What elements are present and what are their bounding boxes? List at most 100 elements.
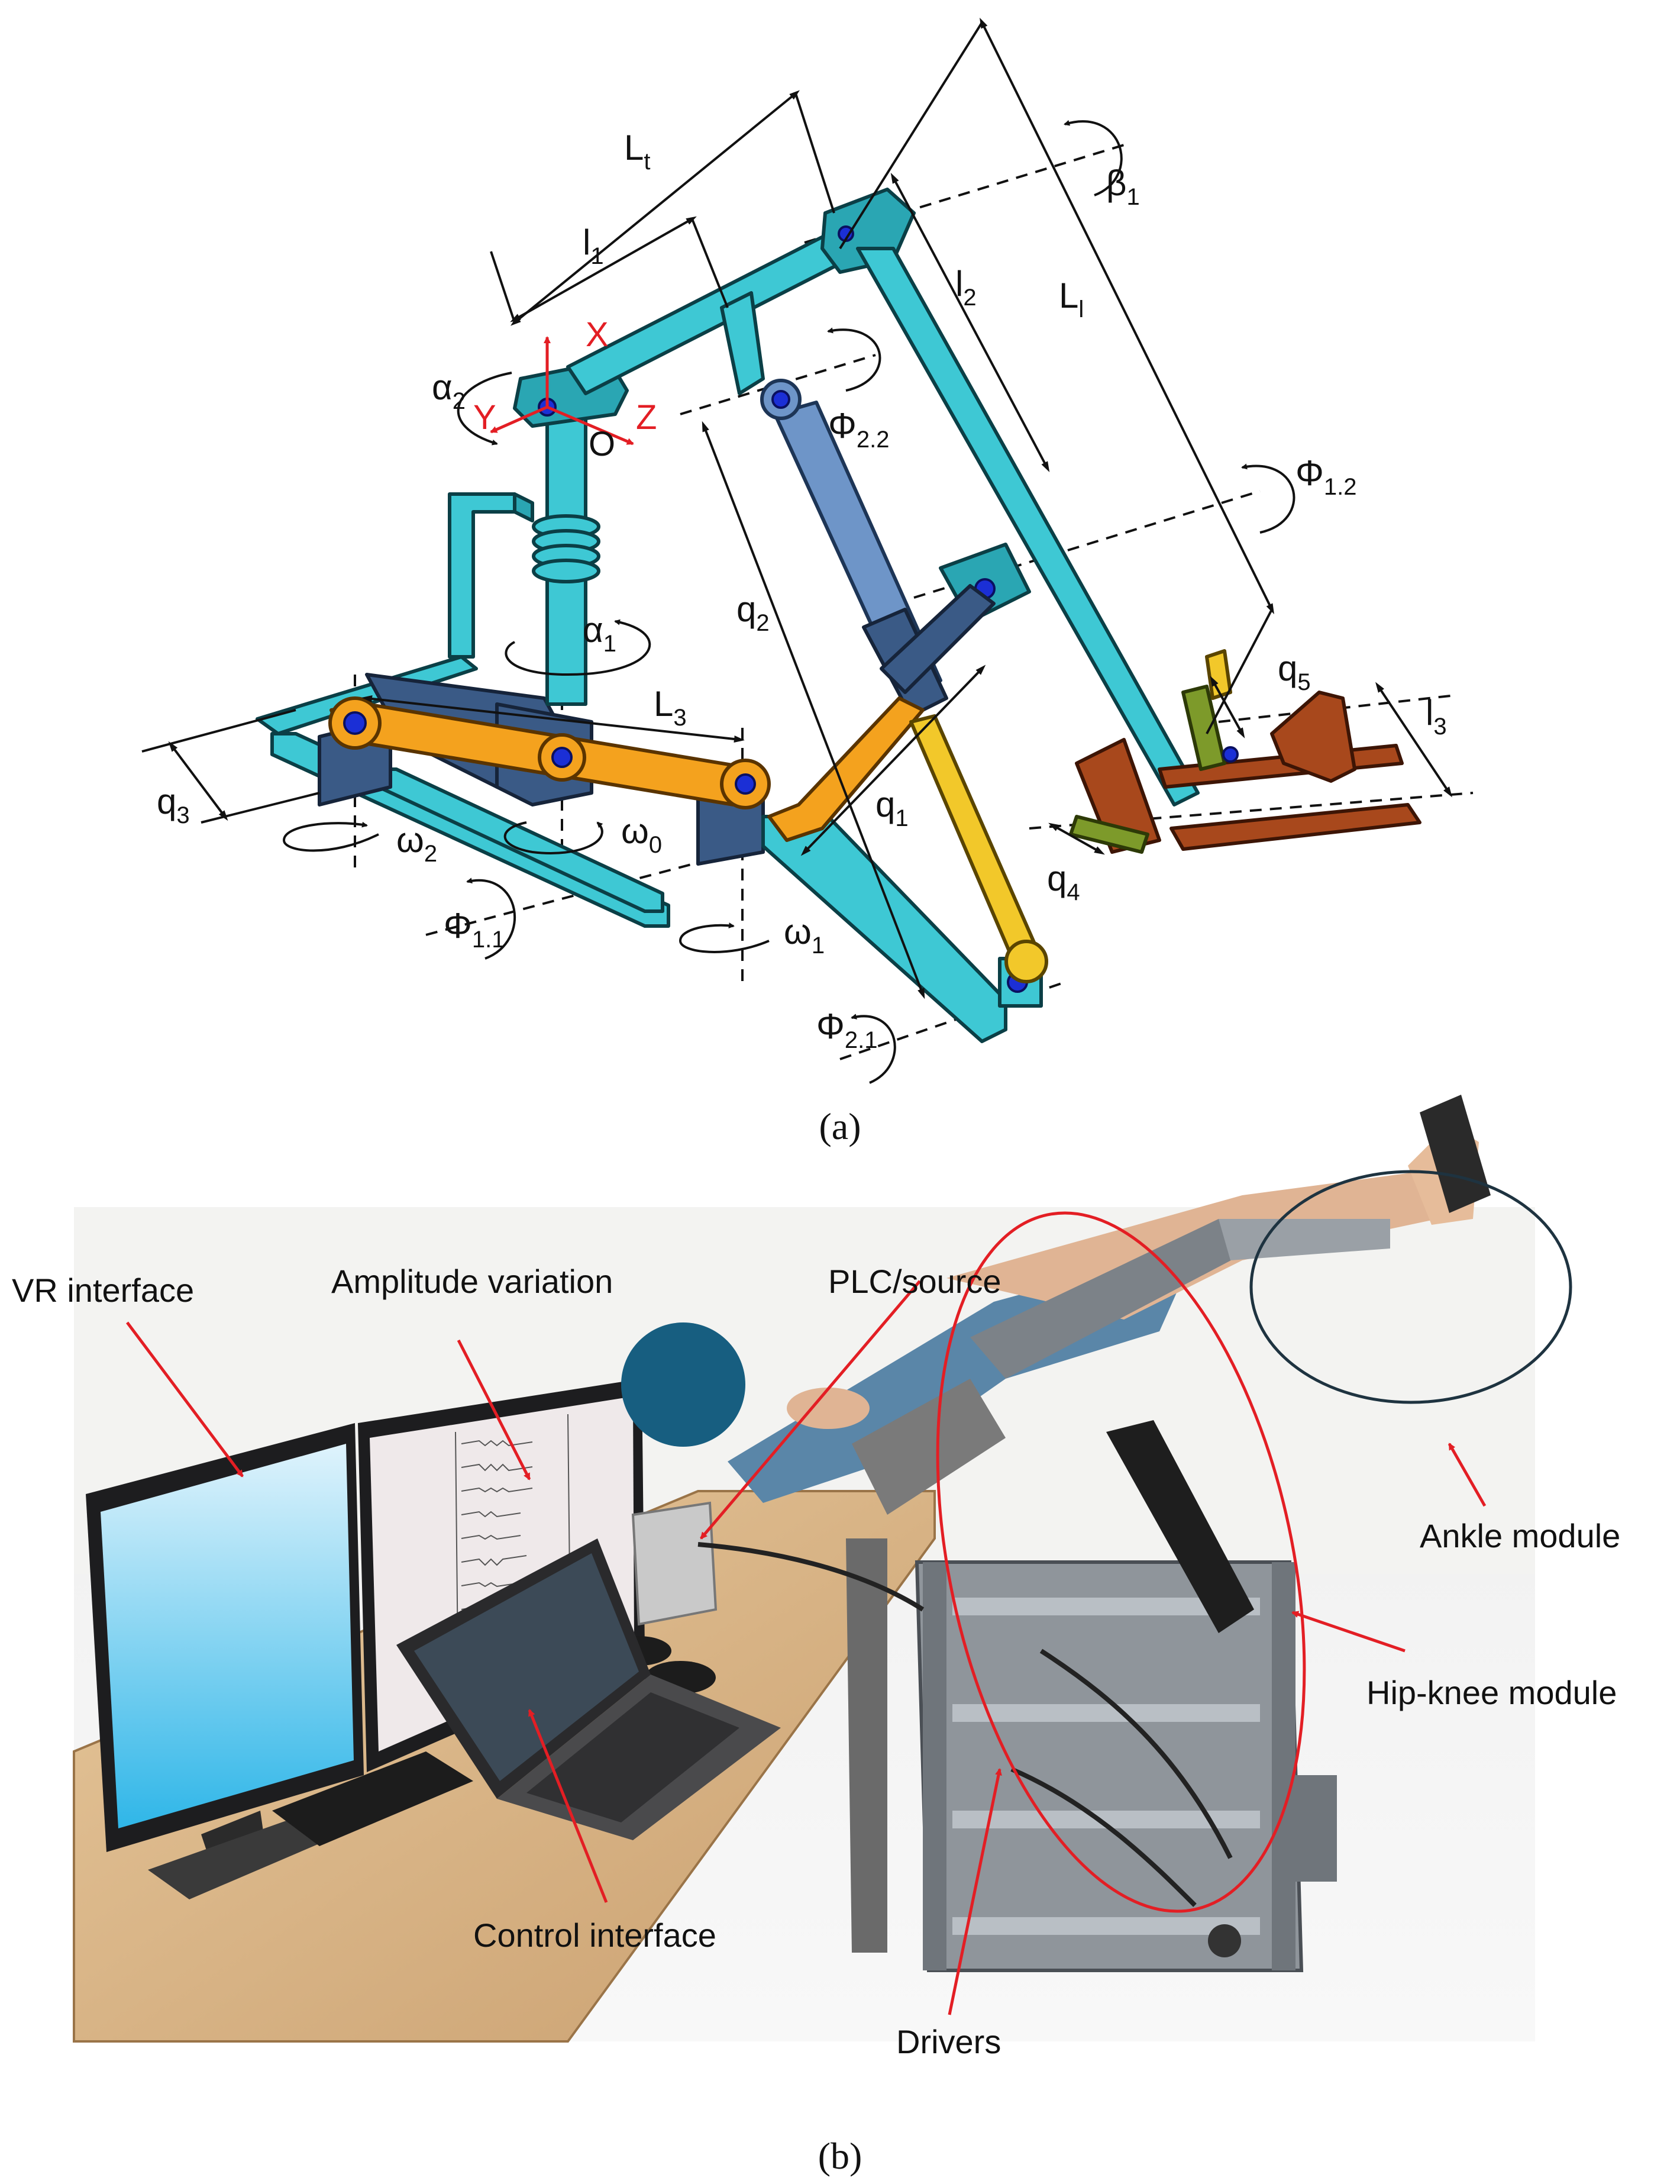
face-mask-circle [621,1322,745,1447]
rot-omega2 [282,821,379,852]
panel-a-labels: Lt l1 l2 Ll β1 α2 α1 Φ2.2 Φ1.2 Φ1.1 Φ2.1… [157,128,1447,1053]
dim-l3 [1375,682,1452,798]
ankle-module-drawing [1069,649,1421,854]
frame-post-right [1272,1562,1295,1970]
label-omega1: ω1 [784,912,825,959]
pin-right [735,773,756,795]
exoskeleton-machine [697,1095,1491,1972]
panel-a-mechanism: X Y Z O [141,17,1474,1147]
rot-beta1 [1064,120,1123,196]
dim-Ll-ext [839,21,983,250]
frame-bar-4 [952,1917,1260,1935]
label-Lt: Lt [624,128,651,175]
desk-leg [846,1538,887,1953]
label-control-interface: Control interface [473,1917,716,1954]
label-q4: q4 [1047,859,1080,905]
rot-phi21 [851,1014,896,1084]
label-phi12: Φ1.2 [1295,453,1356,500]
label-phi21: Φ2.1 [816,1006,877,1053]
dimension-lines [141,17,1452,999]
label-phi22: Φ2.2 [828,406,889,453]
axis-ankle-lower [1029,792,1474,830]
dim-q3-ext-top [141,709,296,753]
label-ankle-module: Ankle module [1420,1517,1620,1554]
label-hip-knee-module: Hip-knee module [1366,1674,1617,1711]
arrow-plc [700,1280,921,1540]
footplate [1420,1095,1491,1213]
label-omega0: ω0 [621,811,662,858]
rot-alpha2 [457,372,512,446]
person-hands [787,1388,870,1429]
label-q5: q5 [1278,649,1311,695]
dim-Ll [980,17,1274,615]
label-l2: l2 [955,264,977,311]
label-omega2: ω2 [396,820,437,867]
arrow-vr [126,1321,244,1477]
axis-y-label: Y [473,398,496,437]
frame-post-left [923,1562,946,1970]
panel-b-labels: VR interface Amplitude variation PLC/sou… [12,1263,1620,2060]
label-drivers: Drivers [896,2023,1001,2060]
arrow-amplitude [457,1339,531,1480]
dim-q5 [1210,676,1245,738]
annotation-arrows [126,1280,1487,2015]
label-amplitude-variation: Amplitude variation [331,1263,613,1300]
hip-knee-frame [915,1560,1304,1972]
cables [697,1542,1233,1907]
keyboard [272,1751,473,1846]
rot-omega0 [503,821,603,854]
arrow-hipknee [1291,1611,1406,1653]
dim-L3 [361,695,745,743]
arrow-ankle [1448,1443,1487,1507]
panel-b-photo: VR interface Amplitude variation PLC/sou… [12,1095,1620,2177]
person-shorts [852,1379,1006,1515]
rot-phi12 [1241,463,1295,534]
dim-q4 [1048,822,1105,855]
dim-q3 [168,741,228,821]
label-l3: l3 [1426,693,1447,740]
laptop-keyboard [526,1692,739,1822]
label-q1: q1 [875,785,909,831]
axis-z-arrow [547,405,634,446]
vr-monitor-screen [101,1444,354,1828]
thigh-link [566,188,916,395]
hip-knee-highlight [936,1211,1306,1913]
strut-black [1106,1420,1254,1633]
rot-phi22 [827,327,881,392]
base-upright [448,492,516,659]
dim-q3-ext-bottom [201,792,320,824]
arrow-drivers [948,1768,1002,2015]
frame-bar-2 [952,1704,1260,1722]
label-beta1: β1 [1106,163,1140,210]
ankle-highlight [1249,1170,1572,1404]
thigh-bar [970,1219,1242,1379]
axis-z-label: Z [636,398,657,437]
label-alpha2: α2 [432,367,466,414]
vr-monitor [86,1423,364,1899]
pin-omega2 [343,711,367,735]
base-upright-side [513,492,534,522]
rot-omega1 [679,922,770,953]
caption-a: (a) [819,1105,861,1147]
shank-bar [1219,1219,1390,1260]
origin-label: O [589,425,615,463]
caption-b: (b) [818,2135,862,2177]
ankle-heel-cup [1270,691,1356,783]
rot-alpha1 [505,619,651,676]
label-vr-interface: VR interface [12,1272,194,1309]
pin-omega0 [551,747,573,768]
pin-phi22 [771,390,790,409]
label-q2: q2 [736,589,770,636]
label-q3: q3 [157,782,190,828]
pin-ankle [1222,746,1239,763]
actuator-yellow-eye [1004,940,1048,983]
label-Ll: Ll [1059,276,1084,322]
axis-y-arrow [490,405,548,434]
label-phi11: Φ1.1 [444,906,505,953]
label-plc-source: PLC/source [828,1263,1001,1300]
dim-l1-ext [691,218,729,308]
caster-wheel [1208,1924,1241,1957]
label-alpha1: α1 [583,610,616,657]
label-l1: l1 [583,222,604,269]
